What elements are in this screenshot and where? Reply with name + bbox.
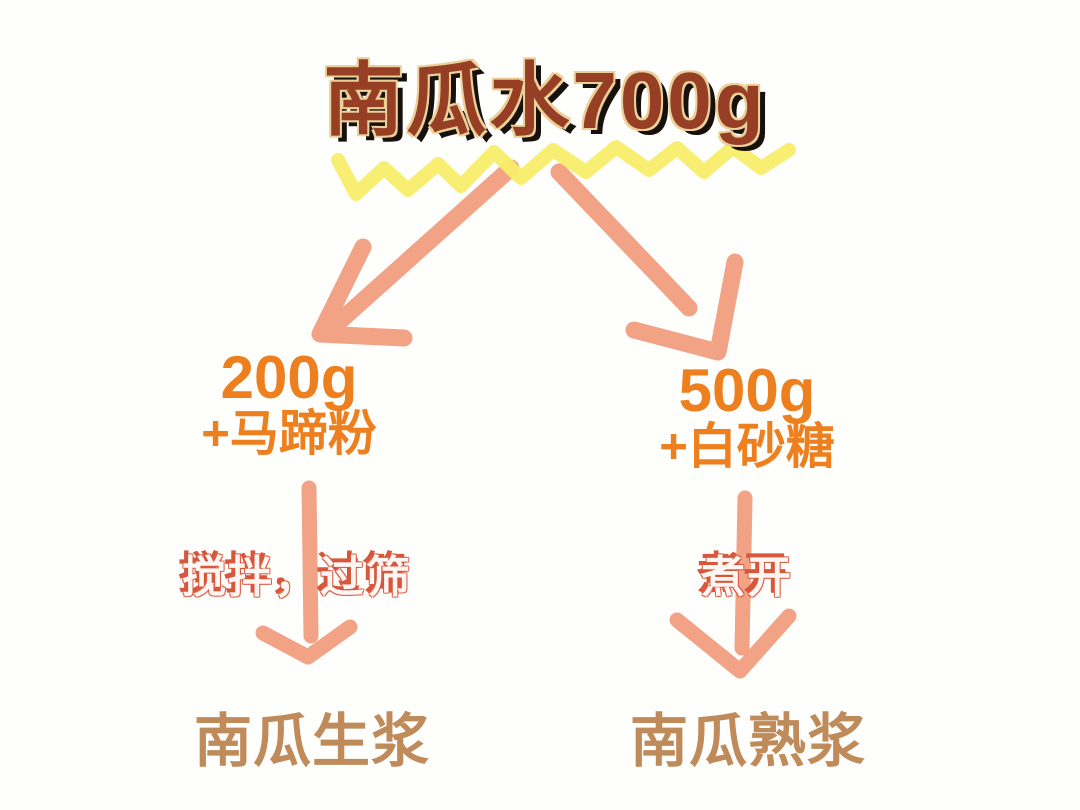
left-branch-node: 200g +马蹄粉: [201, 348, 377, 459]
right-step-label: 煮开: [701, 553, 793, 602]
right-vertical-arrow: [669, 490, 797, 679]
right-ingredient-label: +白砂糖: [659, 420, 835, 474]
right-branch-node: 500g +白砂糖: [659, 361, 835, 472]
left-diagonal-arrow: [311, 159, 520, 347]
right-diagonal-arrow: [550, 163, 744, 361]
left-amount-label: 200g: [220, 344, 358, 411]
diagram-title: 南瓜水700g: [323, 56, 767, 145]
left-ingredient-label: +马蹄粉: [201, 407, 377, 461]
left-step-label: 搅拌，过筛: [182, 553, 412, 602]
left-result-label: 南瓜生浆: [193, 709, 431, 774]
left-vertical-arrow: [255, 480, 358, 665]
right-result-label: 南瓜熟浆: [629, 709, 867, 774]
yellow-wave-underline: [331, 140, 796, 201]
right-amount-label: 500g: [678, 357, 816, 424]
